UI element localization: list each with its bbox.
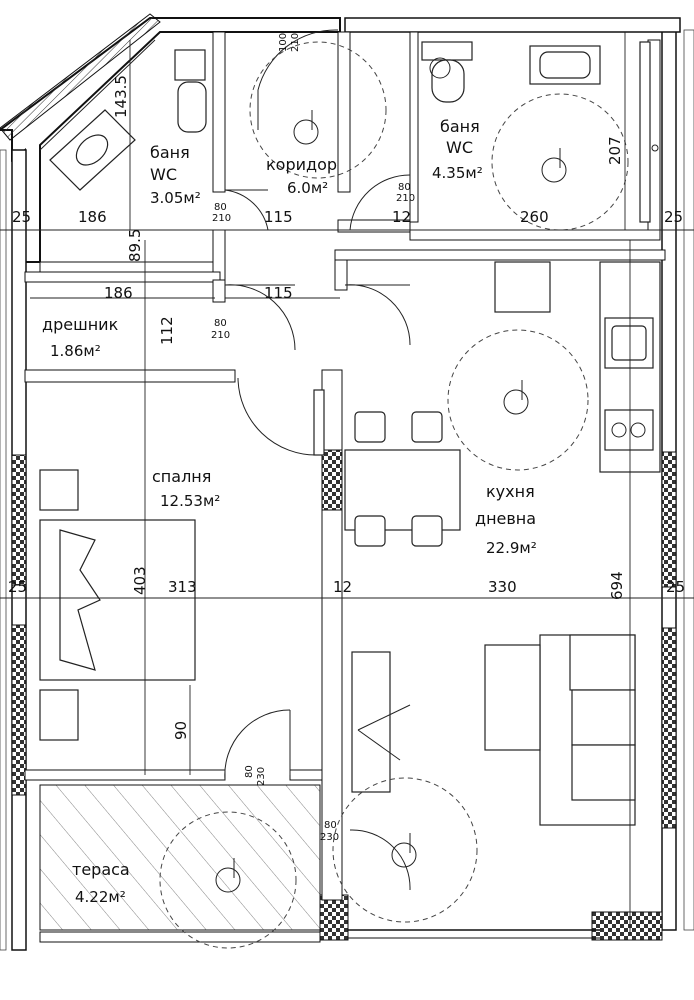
dim-186-a: 186 bbox=[78, 208, 107, 226]
dim-25-mid-right: 25 bbox=[666, 578, 685, 596]
dim-12-a: 12 bbox=[392, 208, 411, 226]
door-wardrobe-h: 210 bbox=[211, 330, 230, 341]
dim-694: 694 bbox=[608, 571, 626, 600]
dim-89-5: 89.5 bbox=[126, 229, 144, 262]
dim-403: 403 bbox=[131, 566, 149, 595]
room-area-bedroom: 12.53м² bbox=[160, 492, 220, 510]
room-name2-bath-left: WC bbox=[150, 165, 177, 184]
dim-25-top-right: 25 bbox=[664, 208, 683, 226]
dim-330: 330 bbox=[488, 578, 517, 596]
dim-207: 207 bbox=[606, 136, 624, 165]
dim-143-5: 143.5 bbox=[112, 75, 130, 118]
dim-115-b: 115 bbox=[264, 284, 293, 302]
toilet-left-bath bbox=[174, 49, 207, 133]
terrace-floor bbox=[39, 784, 321, 931]
door-bedroom-terrace-h: 230 bbox=[256, 767, 267, 786]
doors bbox=[224, 29, 411, 891]
dimension-labels: 143.5 25 186 89.5 115 12 260 207 25 186 … bbox=[8, 75, 685, 740]
room-name-corridor: коридор bbox=[266, 155, 337, 174]
room-name-bath-left: баня bbox=[150, 143, 190, 162]
accessibility-circles bbox=[159, 41, 629, 949]
room-name-wardrobe: дрешник bbox=[42, 315, 119, 334]
dim-25-mid-left: 25 bbox=[8, 578, 27, 596]
wheelchair-icon bbox=[215, 57, 567, 893]
door-kitchen-terrace-h: 230 bbox=[320, 832, 339, 843]
coffee-table bbox=[484, 644, 541, 751]
bed bbox=[39, 469, 196, 741]
door-bath-right-h: 210 bbox=[396, 193, 415, 204]
room-area-bath-left: 3.05м² bbox=[150, 189, 201, 207]
door-bath-right-w: 80 bbox=[398, 182, 411, 193]
room-name2-bath-right: WC bbox=[446, 138, 473, 157]
fridge bbox=[494, 261, 551, 313]
dim-115-a: 115 bbox=[264, 208, 293, 226]
dim-12-b: 12 bbox=[333, 578, 352, 596]
room-labels: баня WC 3.05м² коридор 6.0м² баня WC 4.3… bbox=[42, 117, 537, 906]
dim-90: 90 bbox=[172, 721, 190, 740]
room-area-terrace: 4.22м² bbox=[75, 888, 126, 906]
door-size-labels: 100 210 80 210 80 210 80 210 80 230 80 2… bbox=[211, 33, 415, 843]
room-name-bath-right: баня bbox=[440, 117, 480, 136]
toilet-right-bath bbox=[421, 41, 473, 103]
interior-walls bbox=[24, 31, 666, 901]
room-name2-kitchen: дневна bbox=[475, 509, 536, 528]
dim-313: 313 bbox=[168, 578, 197, 596]
room-name-bedroom: спалня bbox=[152, 467, 211, 486]
dim-112: 112 bbox=[158, 316, 176, 345]
tv-unit bbox=[351, 651, 391, 793]
dim-260: 260 bbox=[520, 208, 549, 226]
door-bath-left-w: 80 bbox=[214, 202, 227, 213]
door-top-w: 100 bbox=[278, 33, 289, 52]
door-wardrobe-w: 80 bbox=[214, 318, 227, 329]
room-area-bath-right: 4.35м² bbox=[432, 164, 483, 182]
room-name-terrace: тераса bbox=[72, 860, 130, 879]
dimension-lines bbox=[0, 32, 694, 935]
room-area-corridor: 6.0м² bbox=[287, 179, 328, 197]
door-top-h: 210 bbox=[290, 33, 301, 52]
sofa bbox=[484, 634, 636, 826]
room-name-kitchen: кухня bbox=[486, 482, 535, 501]
sink-left-bath bbox=[49, 109, 136, 191]
door-bedroom-terrace-w: 80 bbox=[244, 765, 255, 778]
sink-right-bath bbox=[529, 45, 601, 85]
door-bath-left-h: 210 bbox=[212, 213, 231, 224]
dim-186-b: 186 bbox=[104, 284, 133, 302]
room-area-wardrobe: 1.86м² bbox=[50, 342, 101, 360]
dim-25-top-left: 25 bbox=[12, 208, 31, 226]
room-area-kitchen: 22.9м² bbox=[486, 539, 537, 557]
exterior-walls bbox=[0, 13, 694, 951]
door-kitchen-terrace-w: 80 bbox=[324, 820, 337, 831]
